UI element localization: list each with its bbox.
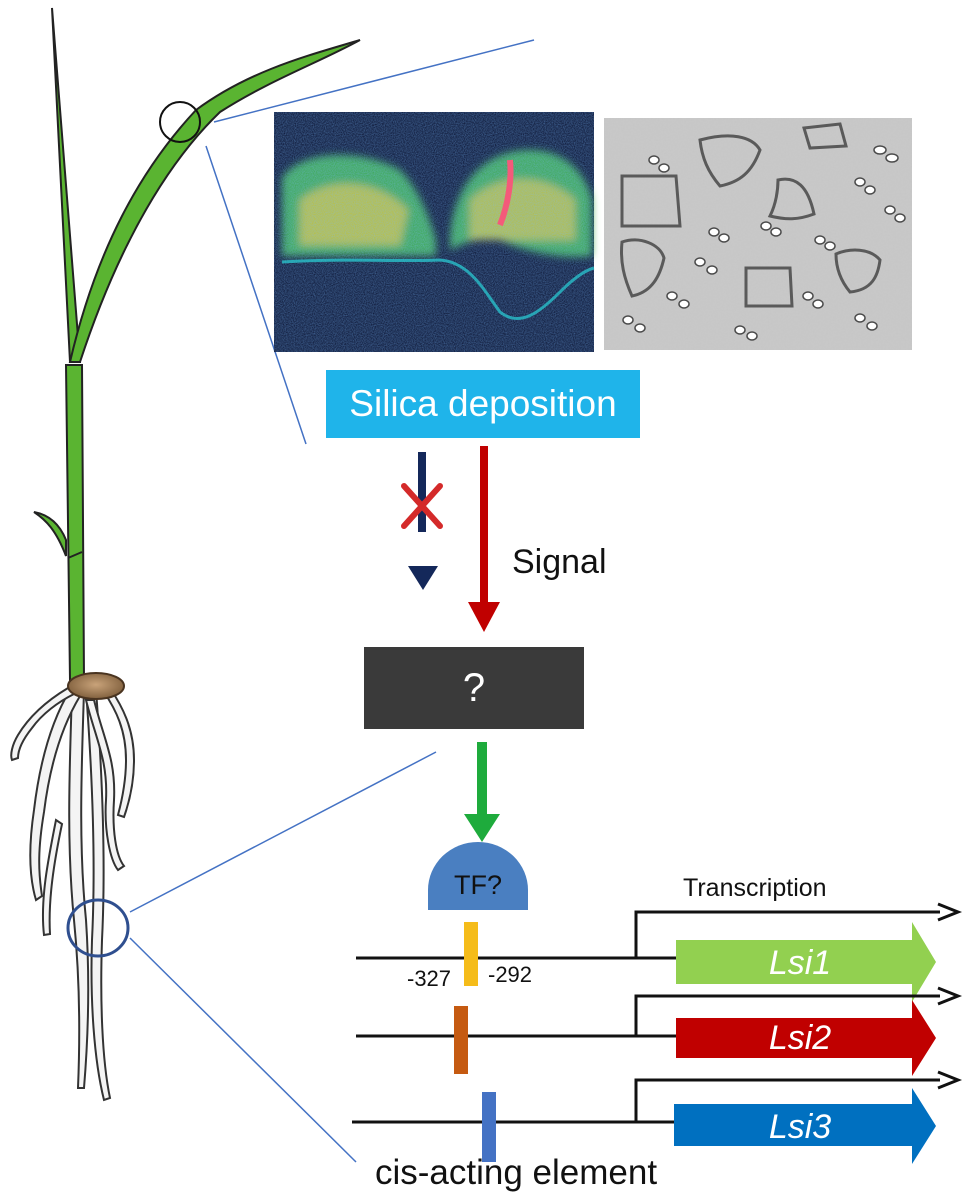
broad-leaf: [68, 39, 361, 363]
gene-label-lsi1: Lsi1: [768, 944, 832, 982]
silicon-heatmap-image: [274, 112, 595, 352]
signal-arrow: [468, 446, 500, 632]
plant-roots: [10, 686, 136, 1102]
gene-label-lsi2: Lsi2: [768, 1019, 832, 1057]
cross-mark-icon: [401, 483, 443, 529]
position-end-label: -292: [488, 962, 533, 987]
plant-stem: [64, 364, 86, 681]
gene-lsi1-row: [356, 902, 963, 1002]
root-callout: [66, 751, 437, 1163]
gene-lsi3-row: [352, 1070, 963, 1164]
silica-deposition-box: Silica deposition: [326, 370, 640, 438]
small-leaf: [33, 511, 67, 557]
unknown-regulator-label: ?: [462, 665, 486, 710]
cis-acting-element-label: cis-acting element: [375, 1153, 658, 1192]
unknown-regulator-box: ?: [364, 647, 584, 729]
blocked-pathway-arrow: [401, 452, 443, 590]
silica-cells-micrograph: [604, 118, 912, 350]
transcription-label: Transcription: [683, 874, 827, 902]
gene-lsi2-row: [356, 986, 963, 1076]
leaf-callout: [159, 39, 535, 445]
gene-label-lsi3: Lsi3: [768, 1108, 832, 1146]
tall-leaf: [51, 7, 82, 363]
position-start-label: -327: [407, 966, 452, 991]
regulator-to-tf-arrow: [464, 742, 500, 842]
rice-plant-illustration: [10, 7, 361, 1102]
signal-label: Signal: [512, 543, 607, 581]
seed: [67, 672, 125, 700]
transcription-factor-shape: [428, 842, 528, 910]
silica-deposition-label: Silica deposition: [349, 383, 617, 424]
transcription-factor-label: TF?: [453, 870, 502, 900]
